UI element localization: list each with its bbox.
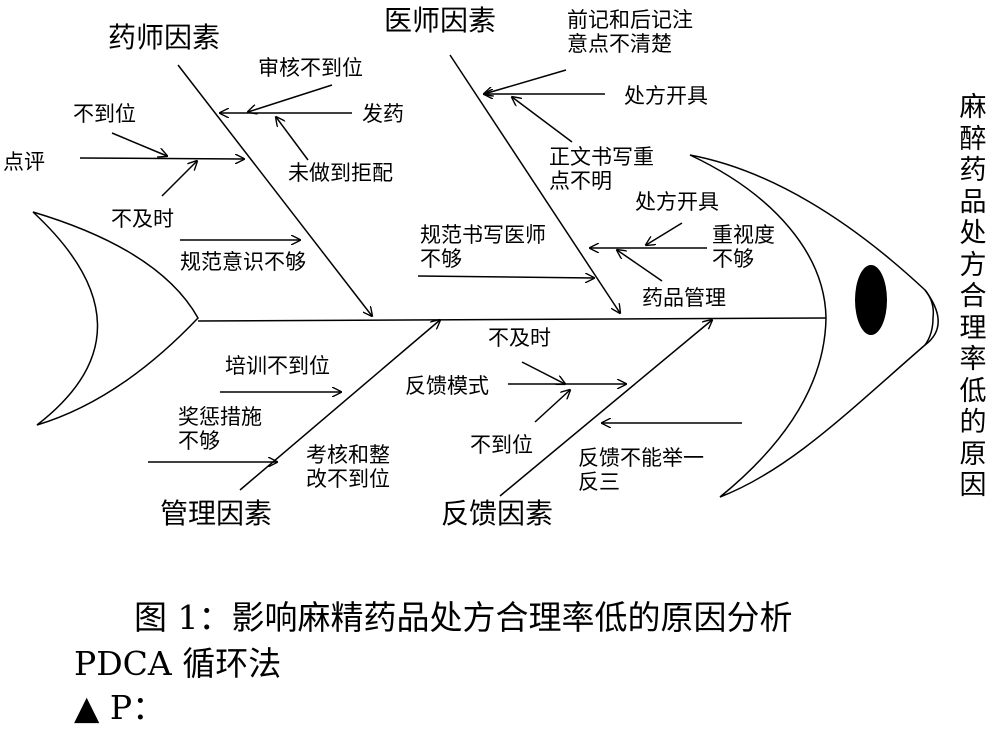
cause-fb-not-in-place: 不到位 <box>470 433 533 457</box>
cause-body-line2: 点不明 <box>549 169 612 193</box>
cause-prescribing-2: 处方开具 <box>635 190 719 214</box>
arrow-writing <box>417 276 594 278</box>
cause-reward-line2: 不够 <box>178 429 220 453</box>
arrow-comment <box>79 158 244 159</box>
method-heading: PDCA 循环法 <box>74 644 282 683</box>
fish-spine <box>197 317 827 322</box>
arrow-prescribing-2 <box>646 222 683 245</box>
cause-body-line1: 正文书写重 <box>549 145 654 169</box>
cause-extend-line2: 反三 <box>578 470 620 494</box>
cause-reward-line1: 奖惩措施 <box>178 405 262 429</box>
cause-writing-line1: 规范书写医师 <box>420 223 546 247</box>
cause-awareness: 规范意识不够 <box>180 250 306 274</box>
cause-not-timely: 不及时 <box>111 207 174 231</box>
arrow-not-timely <box>161 161 197 197</box>
category-management: 管理因素 <box>160 497 273 530</box>
cause-drug-mgmt: 药品管理 <box>642 286 726 310</box>
arrow-body <box>512 97 573 143</box>
fish-eye <box>855 265 887 335</box>
arrow-notes <box>484 69 567 94</box>
category-feedback: 反馈因素 <box>441 497 554 530</box>
category-doctor: 医师因素 <box>384 4 497 37</box>
cause-mode: 反馈模式 <box>405 374 489 398</box>
effect-label: 麻醉药品处方合理率低的原因 <box>959 92 987 501</box>
arrow-fb-not-in-place <box>534 390 570 423</box>
bone-feedback <box>499 320 712 497</box>
cause-assess-line2: 改不到位 <box>306 467 390 491</box>
cause-review: 审核不到位 <box>258 56 363 80</box>
bone-doctor <box>449 54 620 313</box>
fish-head <box>689 154 939 498</box>
cause-attention-line2: 不够 <box>712 247 754 271</box>
arrow-review <box>248 84 333 112</box>
arrow-drug-mgmt <box>617 250 663 282</box>
step-heading: ▲ P： <box>74 688 166 727</box>
fish-tail <box>32 211 199 426</box>
cause-comment: 点评 <box>3 150 45 174</box>
cause-fb-not-timely: 不及时 <box>488 326 551 350</box>
cause-not-in-place: 不到位 <box>73 102 136 126</box>
cause-writing-line2: 不够 <box>420 247 462 271</box>
figure-caption: 图 1：影响麻精药品处方合理率低的原因分析 <box>134 598 793 637</box>
cause-extend-line1: 反馈不能举一 <box>578 446 704 470</box>
cause-assess-line1: 考核和整 <box>306 443 390 467</box>
cause-prescribing: 处方开具 <box>624 84 708 108</box>
cause-notes-line1: 前记和后记注 <box>567 8 693 32</box>
category-pharmacist: 药师因素 <box>108 21 221 54</box>
cause-no-refuse: 未做到拒配 <box>288 161 393 185</box>
fish-mouth <box>924 289 935 346</box>
arrow-fb-not-timely <box>521 361 565 384</box>
cause-notes-line2: 意点不清楚 <box>567 32 672 56</box>
cause-training: 培训不到位 <box>225 354 330 378</box>
arrow-no-refuse <box>276 117 309 161</box>
bone-pharmacist <box>177 64 372 316</box>
cause-attention-line1: 重视度 <box>712 223 775 247</box>
cause-dispense: 发药 <box>362 102 404 126</box>
arrow-not-in-place <box>111 132 167 156</box>
